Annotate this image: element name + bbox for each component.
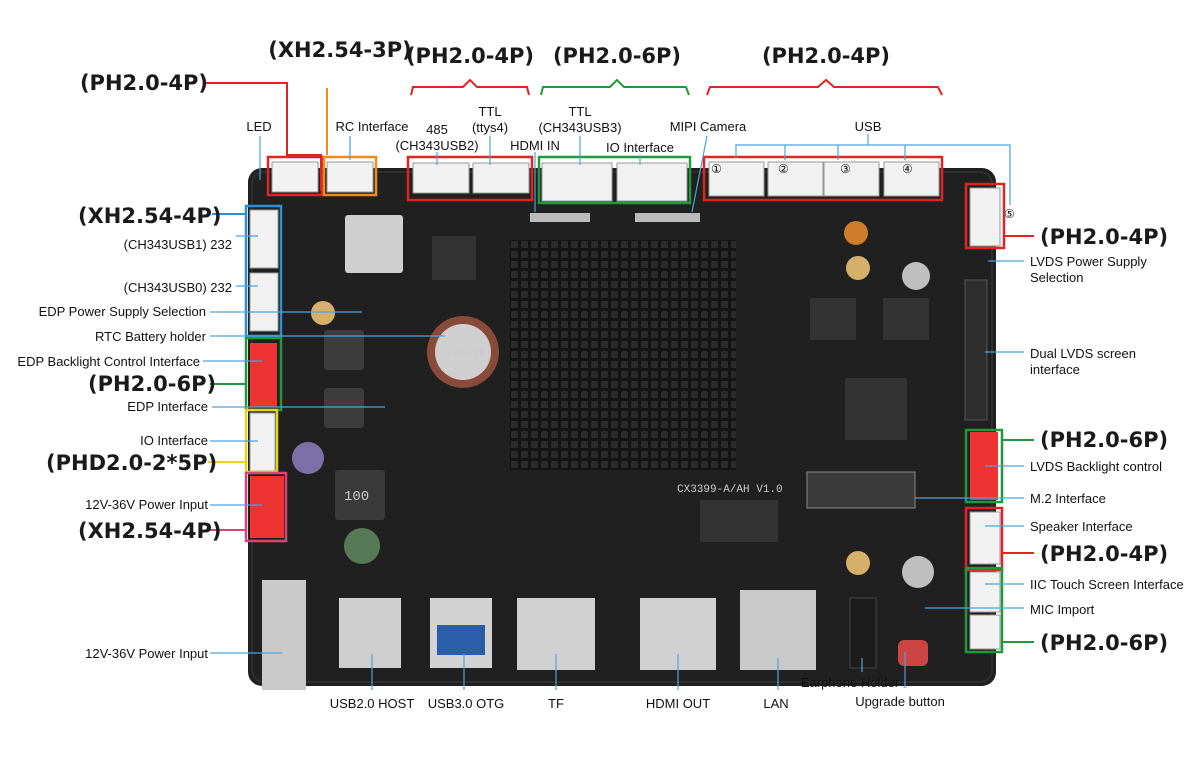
battery-silkscreen: CR2032 bbox=[448, 349, 484, 360]
label-485: 485 bbox=[426, 122, 448, 137]
label-power-input-top: 12V-36V Power Input bbox=[85, 497, 208, 512]
label-lan: LAN bbox=[763, 696, 789, 711]
label-lvds-power-selection: LVDS Power Supply Selection bbox=[1030, 254, 1147, 285]
usb-port-number-5: ⑤ bbox=[1004, 207, 1015, 221]
label-ph20-4p-top-left: (PH2.0-4P) bbox=[79, 71, 209, 95]
label-ph20-4p-top-right: (PH2.0-4P) bbox=[761, 44, 891, 68]
wifi-module bbox=[345, 215, 403, 273]
lvds-header bbox=[964, 279, 988, 421]
label-usb20-host: USB2.0 HOST bbox=[329, 696, 415, 711]
label-hdmi-in: HDMI IN bbox=[510, 138, 560, 153]
label-edp-backlight-control: EDP Backlight Control Interface bbox=[17, 354, 200, 369]
label-ph20-4p-top-mid: (PH2.0-4P) bbox=[405, 44, 535, 68]
label-xh254-4p-left-bottom: (XH2.54-4P) bbox=[78, 519, 222, 543]
usb-port-number-3: ③ bbox=[840, 162, 851, 176]
label-io-interface-top: IO Interface bbox=[606, 140, 674, 155]
usb-port-number-1: ① bbox=[711, 162, 722, 176]
label-led: LED bbox=[246, 119, 272, 134]
label-ph20-6p-left: (PH2.0-6P) bbox=[88, 372, 217, 396]
label-ch343usb3: (CH343USB3) bbox=[538, 120, 622, 135]
label-speaker-interface: Speaker Interface bbox=[1030, 519, 1133, 534]
label-usb: USB bbox=[854, 119, 882, 134]
label-earphone-holder: Earphone Holder bbox=[800, 675, 900, 690]
label-ph20-4p-right-bottom: (PH2.0-4P) bbox=[1040, 542, 1169, 566]
m2-slot bbox=[806, 471, 916, 509]
usb-port-number-2: ② bbox=[778, 162, 789, 176]
label-power-input-bottom: 12V-36V Power Input bbox=[85, 646, 208, 661]
label-lvds-backlight-control: LVDS Backlight control bbox=[1030, 459, 1162, 474]
label-rtc-battery-holder: RTC Battery holder bbox=[94, 329, 206, 344]
board-model-silkscreen: CX3399-A/AH V1.0 bbox=[677, 484, 783, 496]
inductor-silkscreen: 100 bbox=[344, 489, 369, 505]
label-edp-power-selection: EDP Power Supply Selection bbox=[38, 304, 206, 319]
label-iic-touch-interface: IIC Touch Screen Interface bbox=[1030, 577, 1184, 592]
label-upgrade-button: Upgrade button bbox=[855, 694, 945, 709]
label-ttys4: (ttys4) bbox=[471, 120, 509, 135]
label-m2-interface: M.2 Interface bbox=[1030, 491, 1106, 506]
label-ch343usb2: (CH343USB2) bbox=[395, 138, 479, 153]
label-phd20-2x5p: (PHD2.0-2*5P) bbox=[46, 451, 218, 475]
dc-jack bbox=[262, 580, 306, 690]
label-dual-lvds-interface: Dual LVDS screen interface bbox=[1030, 346, 1136, 377]
heatsink bbox=[510, 240, 736, 470]
label-xh254-3p: (XH2.54-3P) bbox=[268, 38, 412, 62]
label-ttl: TTL bbox=[478, 104, 502, 119]
label-ch343usb1-232: (CH343USB1) 232 bbox=[123, 237, 232, 252]
label-ph20-4p-right-top: (PH2.0-4P) bbox=[1040, 225, 1169, 249]
mipi-camera-fpc bbox=[635, 213, 700, 222]
label-ch343usb0-232: (CH343USB0) 232 bbox=[123, 280, 232, 295]
label-rc-interface: RC Interface bbox=[335, 119, 409, 134]
label-ph20-6p-right-mid: (PH2.0-6P) bbox=[1040, 428, 1169, 452]
label-mipi-camera: MIPI Camera bbox=[669, 119, 747, 134]
label-xh254-4p-left-top: (XH2.54-4P) bbox=[78, 204, 222, 228]
hdmi-in-fpc bbox=[530, 213, 590, 222]
label-edp-interface: EDP Interface bbox=[127, 399, 208, 414]
label-io-interface-left: IO Interface bbox=[140, 433, 208, 448]
label-usb30-otg: USB3.0 OTG bbox=[427, 696, 505, 711]
usb-port-number-4: ④ bbox=[902, 162, 913, 176]
label-tf: TF bbox=[548, 696, 564, 711]
label-ph20-6p-right-bottom: (PH2.0-6P) bbox=[1040, 631, 1169, 655]
label-mic-import: MIC Import bbox=[1030, 602, 1095, 617]
label-hdmi-out: HDMI OUT bbox=[645, 696, 711, 711]
label-ph20-6p-top: (PH2.0-6P) bbox=[552, 44, 682, 68]
label-ttl-usb3: TTL bbox=[568, 104, 592, 119]
